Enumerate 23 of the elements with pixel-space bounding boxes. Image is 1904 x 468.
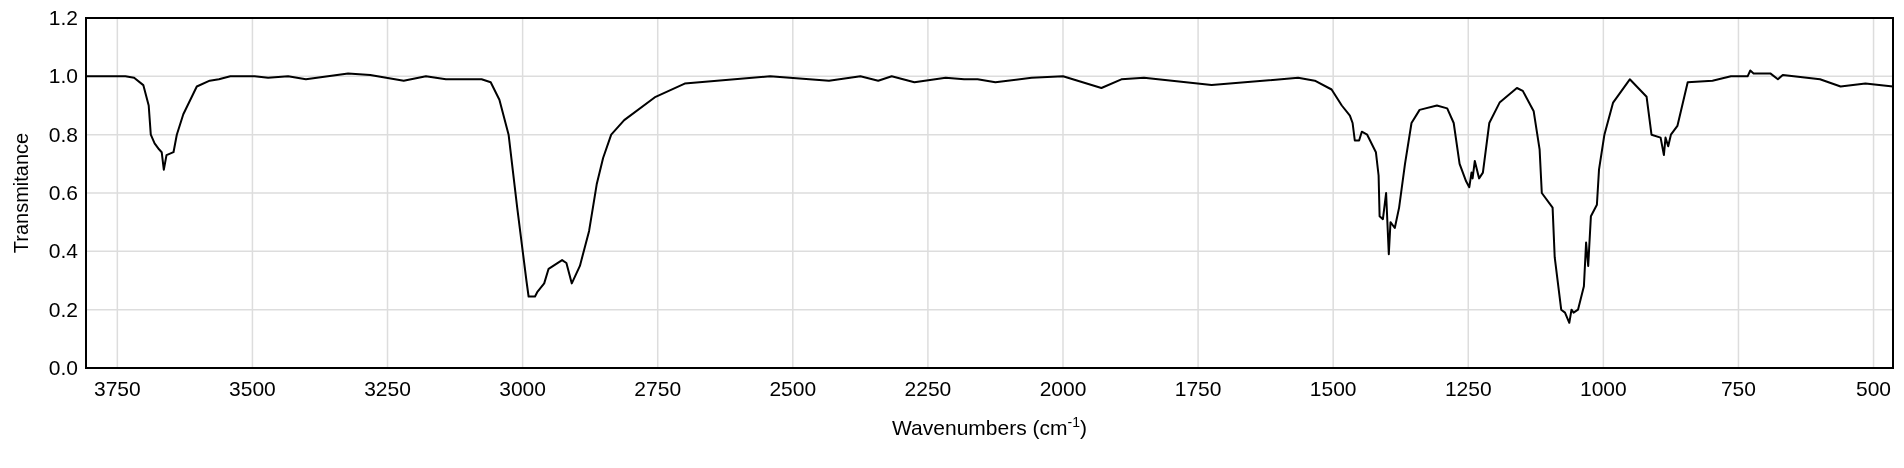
- tick-label: 2250: [904, 377, 952, 400]
- tick-label: 0.4: [48, 239, 78, 263]
- tick-label: 1750: [1174, 377, 1222, 400]
- axis-title: Transmitance: [10, 132, 32, 254]
- tick-label: 2500: [769, 377, 817, 400]
- tick-label: 1000: [1580, 377, 1627, 400]
- tick-label: 0.8: [48, 122, 78, 146]
- tick-label: 2000: [1039, 377, 1087, 400]
- tick-label: 1500: [1309, 377, 1357, 400]
- tick-label: 0.6: [48, 181, 78, 204]
- tick-label: 1250: [1444, 377, 1492, 400]
- tick-label: 0.0: [48, 356, 78, 379]
- tick-label: 3000: [499, 377, 546, 400]
- tick-label: 3500: [229, 377, 276, 400]
- axis-title: Wavenumbers (cm$^{-1}$): [892, 414, 1087, 439]
- tick-label: 0.2: [48, 297, 78, 321]
- tick-label: 750: [1720, 377, 1756, 400]
- tick-label: 1.2: [48, 6, 78, 29]
- tick-label: 2750: [634, 377, 682, 400]
- tick-label: 1.0: [48, 64, 78, 88]
- tick-label: 3750: [94, 377, 141, 400]
- tick-label: 3250: [364, 377, 411, 400]
- tick-label: 500: [1856, 377, 1892, 400]
